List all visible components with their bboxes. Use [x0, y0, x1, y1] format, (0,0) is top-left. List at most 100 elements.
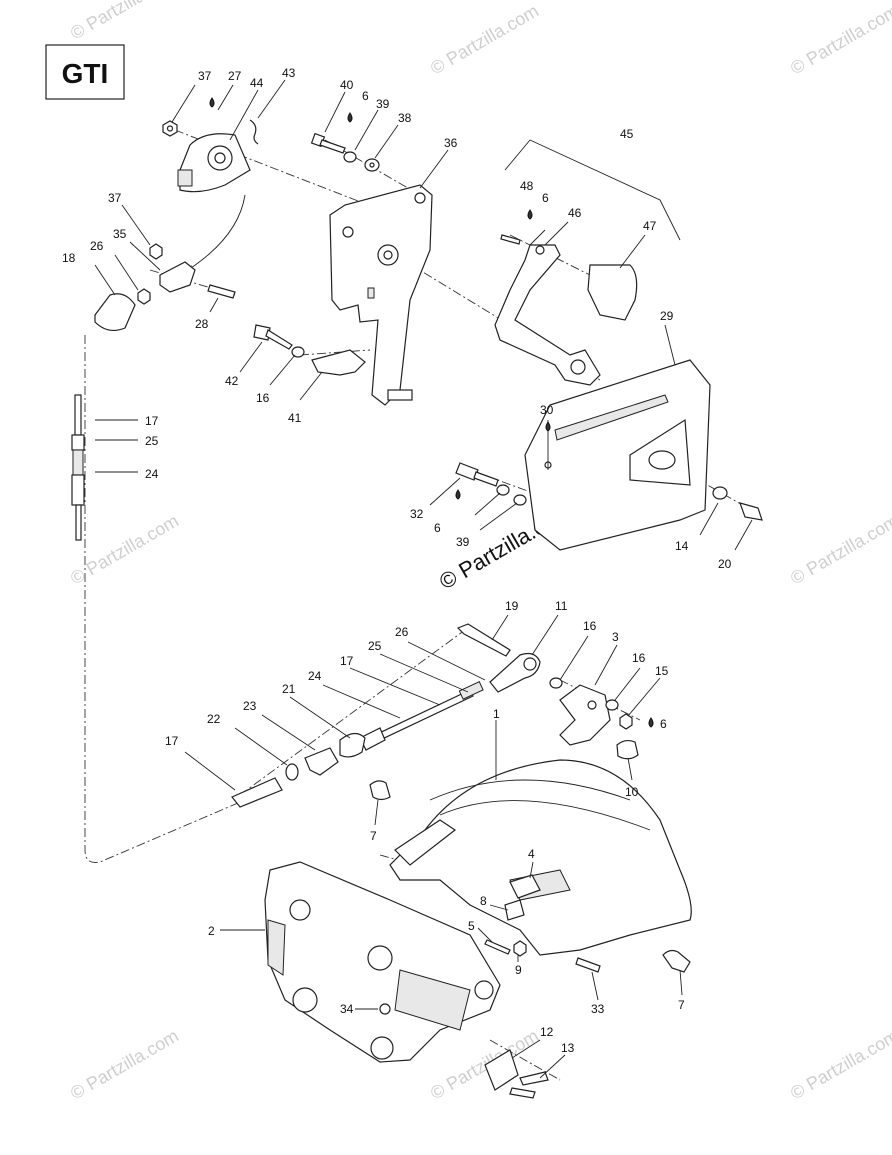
callout-24: 24 — [308, 669, 322, 683]
part-15-nut — [619, 713, 633, 730]
part-39-washer-c — [513, 494, 527, 506]
part-17-cable-end — [231, 777, 283, 808]
part-23-clip — [304, 747, 339, 776]
callout-39: 39 — [376, 97, 390, 111]
part-4-block — [509, 874, 541, 899]
callout-16: 16 — [632, 651, 646, 665]
callout-36: 36 — [444, 136, 458, 150]
callout-29: 29 — [660, 309, 674, 323]
model-label-box: GTI — [45, 44, 125, 100]
part-cable-end-vertical — [71, 394, 85, 541]
part-1-cover — [389, 759, 692, 956]
callout-17: 17 — [340, 654, 354, 668]
part-19-bolt — [456, 623, 511, 657]
callout-15: 15 — [655, 664, 669, 678]
callout-16: 16 — [256, 391, 270, 405]
callout-24: 24 — [145, 467, 159, 481]
part-40-bolt — [310, 132, 346, 154]
part-44-housing — [177, 133, 251, 193]
part-16-washer-c — [605, 699, 619, 711]
callout-26: 26 — [90, 239, 104, 253]
oil-drop-icon — [347, 112, 353, 123]
callout-6: 6 — [434, 521, 441, 535]
callout-35: 35 — [113, 227, 127, 241]
part-37-nut-lower — [149, 243, 163, 260]
watermark: © Partzilla.com — [67, 0, 182, 43]
callout-30: 30 — [540, 403, 554, 417]
callout-34: 34 — [340, 1002, 354, 1016]
part-cable-horizontal — [359, 681, 484, 751]
watermark: © Partzilla.com — [67, 1025, 182, 1103]
watermark: © Partzilla.com — [67, 510, 182, 588]
callout-48: 48 — [520, 179, 534, 193]
callout-39: 39 — [456, 535, 470, 549]
callout-46: 46 — [568, 206, 582, 220]
callout-19: 19 — [505, 599, 519, 613]
part-2-frame — [264, 861, 501, 1063]
part-12-plate — [484, 1049, 519, 1091]
model-label: GTI — [62, 58, 109, 89]
callout-26: 26 — [395, 625, 409, 639]
callout-10: 10 — [625, 785, 639, 799]
part-18-adjuster — [94, 293, 136, 332]
part-32-bolt — [455, 462, 479, 481]
callout-4: 4 — [528, 847, 535, 861]
watermark: © Partzilla.com — [787, 0, 892, 78]
callout-12: 12 — [540, 1025, 554, 1039]
callout-25: 25 — [368, 639, 382, 653]
callout-7: 7 — [678, 998, 685, 1012]
callout-6: 6 — [362, 89, 369, 103]
part-21-ferrule — [339, 732, 366, 758]
callout-28: 28 — [195, 317, 209, 331]
part-33-screw — [575, 957, 601, 973]
callout-16: 16 — [583, 619, 597, 633]
part-14-washer — [712, 486, 728, 500]
part-20-bolt — [739, 502, 763, 521]
oil-drop-icon — [209, 97, 215, 108]
callout-3: 3 — [612, 630, 619, 644]
part-47-pad — [587, 264, 638, 321]
callout-40: 40 — [340, 78, 354, 92]
part-37-nut — [162, 120, 178, 137]
callout-14: 14 — [675, 539, 689, 553]
part-22-washer — [285, 763, 299, 781]
callout-6: 6 — [542, 191, 549, 205]
lower-assembly — [231, 623, 692, 1099]
part-8-clip — [504, 899, 525, 921]
part-39-washer-b — [496, 484, 510, 496]
callout-32: 32 — [410, 507, 424, 521]
part-10-bolt — [616, 739, 639, 760]
callout-38: 38 — [398, 111, 412, 125]
oil-drop-icon — [545, 421, 551, 432]
callout-11: 11 — [555, 599, 568, 613]
part-16-washer — [291, 346, 305, 358]
part-29-cover — [524, 359, 711, 551]
callout-33: 33 — [591, 1002, 605, 1016]
part-3-bracket — [559, 684, 611, 746]
callout-5: 5 — [468, 919, 475, 933]
callout-17: 17 — [145, 414, 159, 428]
part-48-bolt — [500, 234, 521, 245]
part-43-clip — [249, 119, 259, 145]
callout-37: 37 — [198, 69, 212, 83]
oil-drop-icon — [527, 209, 533, 220]
part-35-clevis — [159, 261, 196, 293]
callout-45: 45 — [620, 127, 634, 141]
callout-13: 13 — [561, 1041, 575, 1055]
callout-27: 27 — [228, 69, 242, 83]
callout-18: 18 — [62, 251, 76, 265]
callout-25: 25 — [145, 434, 159, 448]
upper-assembly — [71, 119, 763, 863]
callout-21: 21 — [282, 682, 296, 696]
callout-1: 1 — [493, 707, 500, 721]
part-5-pin — [484, 939, 511, 955]
callout-8: 8 — [480, 894, 487, 908]
callout-labels: 37 27 44 43 40 6 39 38 36 45 48 6 46 47 … — [62, 66, 732, 1055]
callout-2: 2 — [208, 924, 215, 938]
oil-drop-icons — [209, 97, 654, 728]
part-16-washer-b — [549, 677, 563, 689]
watermark: © Partzilla.com — [427, 0, 542, 78]
part-26-nut — [137, 288, 151, 305]
callout-22: 22 — [207, 712, 221, 726]
